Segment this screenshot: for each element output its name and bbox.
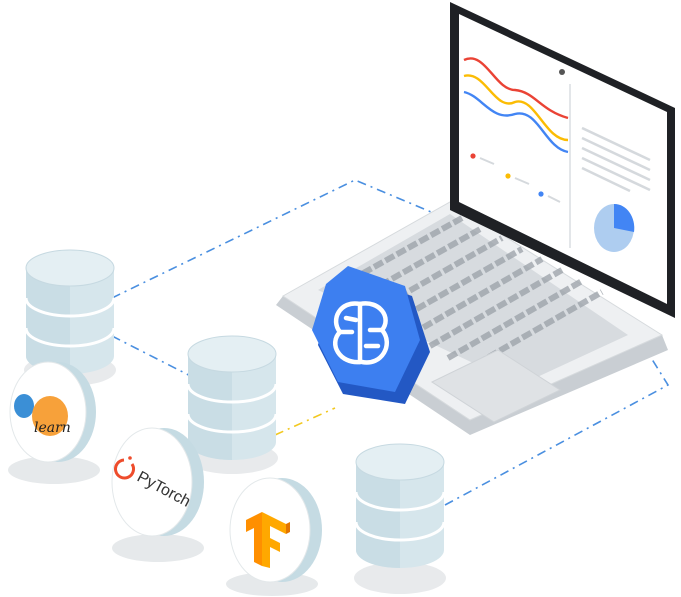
screen-dashboard xyxy=(463,57,651,252)
database-center xyxy=(186,334,278,474)
brain-icon xyxy=(333,301,389,365)
legend-line-blue xyxy=(547,195,561,203)
screen-pie-slice xyxy=(614,203,635,232)
chart-line-yellow xyxy=(463,74,569,142)
ai-brain-badge xyxy=(312,266,430,404)
pytorch-badge: PyTorch xyxy=(111,427,204,562)
sklearn-badge: learn xyxy=(8,361,100,484)
brain-hex xyxy=(312,266,420,392)
tensorflow-badge xyxy=(226,477,322,596)
legend-line-red xyxy=(479,157,495,165)
sklearn-text: learn xyxy=(34,420,71,436)
tensorflow-logo xyxy=(246,512,290,568)
laptop xyxy=(276,2,675,435)
webcam-icon xyxy=(559,69,565,75)
legend-dot-red xyxy=(470,153,476,159)
legend-line-yellow xyxy=(514,177,530,185)
connector-center xyxy=(274,407,336,436)
pytorch-flame-icon xyxy=(114,458,135,480)
database-bottom-right xyxy=(354,442,446,594)
connector-top xyxy=(111,179,456,299)
legend-dot-yellow xyxy=(505,173,511,179)
scikit-learn-logo: learn xyxy=(14,394,71,436)
laptop-trackpad xyxy=(430,349,562,423)
chart-line-red xyxy=(463,57,569,120)
legend-dot-blue xyxy=(538,191,544,197)
chart-line-blue xyxy=(463,90,569,154)
screen-text-lines xyxy=(581,126,651,193)
keyboard-keys xyxy=(338,215,604,373)
